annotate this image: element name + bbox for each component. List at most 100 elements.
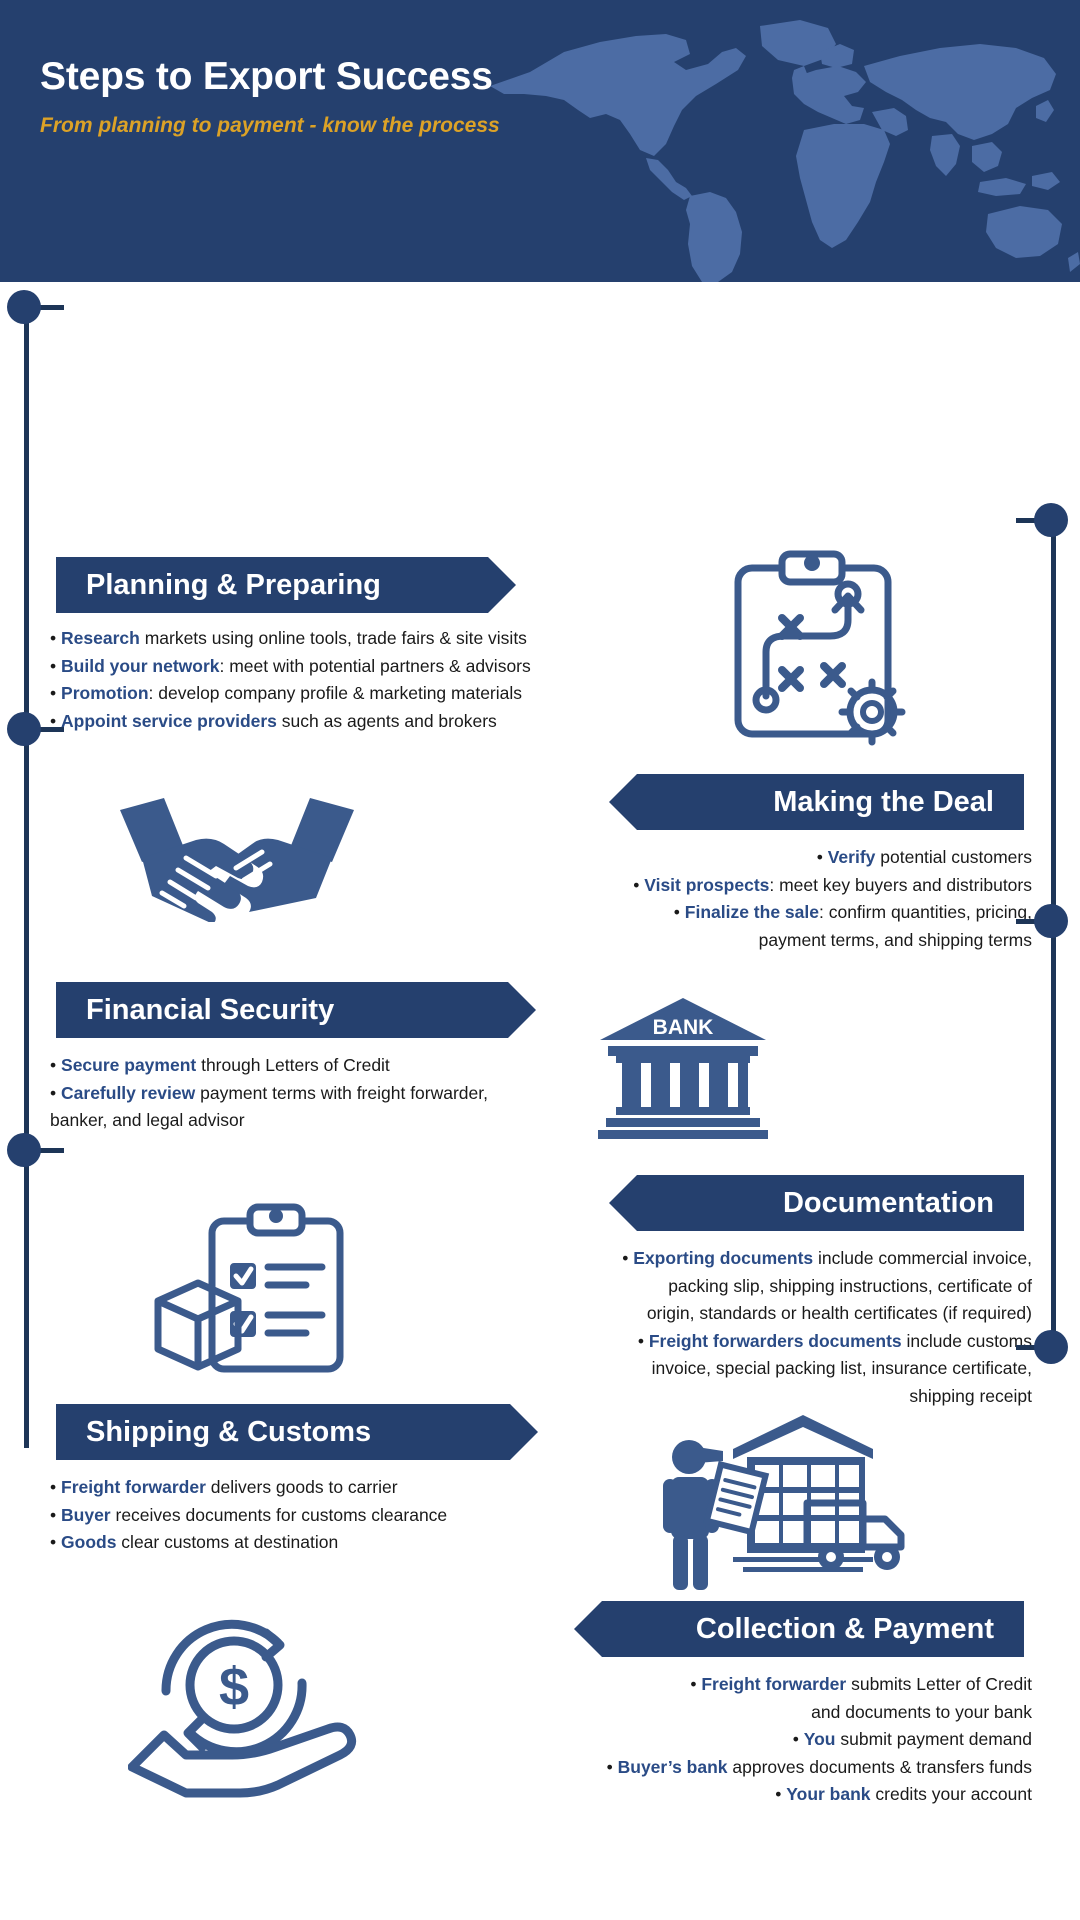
list-item: • Appoint service providers such as agen… (50, 710, 497, 731)
bullet-lead: Visit prospects (644, 874, 770, 895)
bullet-lead: Research (61, 628, 140, 648)
bullet-rest: include customs (901, 1330, 1032, 1351)
section-banner-shipping-customs[interactable]: Shipping & Customs (56, 1404, 538, 1460)
section-title: Financial Security (86, 993, 335, 1026)
bullet-rest: include commercial invoice, (813, 1248, 1032, 1268)
timeline-connector-6 (1016, 1345, 1040, 1350)
list-item: • Secure payment through Letters of Cred… (50, 1055, 390, 1075)
bullet-lead: Goods (61, 1532, 117, 1553)
timeline-connector-5 (40, 1148, 64, 1153)
bullet-rest: : meet key buyers and distributors (769, 874, 1032, 895)
list-item: • Promotion: develop company profile & m… (50, 683, 523, 704)
timeline-connector-3 (40, 727, 64, 732)
header-text-block: Steps to Export Success From planning to… (40, 55, 500, 138)
list-item: • Exporting documents include commercial… (622, 1248, 1032, 1268)
list-item: • Research markets using online tools, t… (50, 628, 527, 648)
bullet-lead: Your bank (786, 1784, 871, 1805)
bullet-rest: receives documents for customs clearance (110, 1504, 448, 1525)
section-banner-financial-security[interactable]: Financial Security (56, 982, 536, 1038)
section-bullets-documentation: • Exporting documents include commercial… (562, 1245, 1032, 1411)
section-bullets-making-the-deal: • Verify potential customers • Visit pro… (562, 844, 1032, 954)
list-item: origin, standards or health certificates… (562, 1300, 1032, 1327)
handshake-icon (112, 792, 362, 922)
list-item: • Finalize the sale: confirm quantities,… (673, 902, 1032, 923)
bank-icon: BANK (598, 994, 768, 1139)
page-subtitle: From planning to payment - know the proc… (40, 113, 500, 137)
bullet-lead: Freight forwarders documents (648, 1330, 902, 1351)
clipboard-strategy-icon (720, 544, 920, 754)
section-bullets-planning-preparing: • Research markets using online tools, t… (50, 625, 595, 735)
world-map-icon (460, 0, 1080, 282)
bullet-lead: Finalize the sale (684, 902, 819, 923)
list-item: packing slip, shipping instructions, cer… (562, 1273, 1032, 1300)
bullet-rest: submit payment demand (835, 1729, 1032, 1750)
list-item: • Buyer receives documents for customs c… (50, 1504, 448, 1525)
section-title: Planning & Preparing (86, 568, 381, 601)
bullet-lead: Appoint service providers (61, 710, 277, 731)
header-banner: Steps to Export Success From planning to… (0, 0, 1080, 282)
timeline-node-1 (7, 290, 41, 324)
bullet-lead: Exporting documents (633, 1248, 814, 1268)
bullet-rest: : develop company profile & marketing ma… (148, 683, 523, 704)
section-banner-documentation[interactable]: Documentation (609, 1175, 1024, 1231)
timeline-node-3 (7, 712, 41, 746)
timeline-node-2 (1034, 503, 1068, 537)
bullet-lead: Secure payment (61, 1055, 197, 1075)
bullet-rest: markets using online tools, trade fairs … (139, 628, 527, 648)
bullet-lead: Verify (827, 847, 876, 867)
bullet-rest: approves documents & transfers funds (727, 1756, 1032, 1777)
section-banner-making-the-deal[interactable]: Making the Deal (609, 774, 1024, 830)
bank-label: BANK (653, 1016, 714, 1039)
list-item: shipping receipt (562, 1383, 1032, 1410)
section-title: Shipping & Customs (86, 1415, 372, 1448)
bullet-lead: You (803, 1729, 836, 1750)
list-item: • Visit prospects: meet key buyers and d… (633, 874, 1032, 895)
hand-dollar-icon: $ (128, 1587, 363, 1802)
bullet-lead: Promotion (61, 683, 149, 704)
bullet-lead: Freight forwarder (61, 1477, 206, 1497)
bullet-rest: delivers goods to carrier (205, 1477, 398, 1497)
list-item: • Build your network: meet with potentia… (50, 655, 531, 676)
section-banner-collection-payment[interactable]: Collection & Payment (574, 1601, 1024, 1657)
bullet-rest: payment terms, and shipping terms (758, 929, 1032, 950)
timeline-node-5 (7, 1133, 41, 1167)
bullet-rest: submits Letter of Credit (846, 1674, 1032, 1694)
list-item: • Your bank credits your account (775, 1784, 1032, 1805)
bullet-rest: such as agents and brokers (276, 710, 497, 731)
clipboard-boxes-icon (150, 1197, 355, 1377)
list-item: • You submit payment demand (792, 1729, 1032, 1750)
bullet-rest: credits your account (870, 1784, 1032, 1805)
section-bullets-collection-payment: • Freight forwarder submits Letter of Cr… (562, 1671, 1032, 1809)
bullet-rest: and documents to your bank (811, 1701, 1032, 1722)
bullet-rest: : confirm quantities, pricing, (818, 902, 1032, 923)
section-bullets-financial-security: • Secure payment through Letters of Cred… (50, 1052, 595, 1135)
list-item: • Freight forwarder delivers goods to ca… (50, 1477, 398, 1497)
bullet-rest: packing slip, shipping instructions, cer… (668, 1275, 1032, 1296)
warehouse-truck-icon (655, 1407, 910, 1592)
bullet-rest: through Letters of Credit (196, 1055, 390, 1075)
bullet-rest: shipping receipt (909, 1385, 1032, 1406)
timeline-connector-4 (1016, 919, 1040, 924)
timeline-connector-2 (1016, 518, 1040, 523)
list-item: • Verify potential customers (816, 847, 1032, 867)
bullet-rest: banker, and legal advisor (50, 1110, 245, 1131)
timeline-connector-1 (40, 305, 64, 310)
bullet-lead: Build your network (61, 655, 220, 676)
section-banner-planning-preparing[interactable]: Planning & Preparing (56, 557, 516, 613)
bullet-rest: potential customers (875, 847, 1032, 867)
timeline-node-6 (1034, 1330, 1068, 1364)
section-title: Making the Deal (773, 785, 994, 818)
list-item: • Buyer’s bank approves documents & tran… (606, 1756, 1032, 1777)
list-item: • Carefully review payment terms with fr… (50, 1082, 488, 1103)
list-item: • Freight forwarder submits Letter of Cr… (690, 1674, 1032, 1694)
timeline-rail-left (24, 300, 29, 1448)
list-item: invoice, special packing list, insurance… (562, 1355, 1032, 1382)
bullet-lead: Carefully review (61, 1082, 196, 1103)
bullet-lead: Buyer (61, 1504, 111, 1525)
bullet-rest: origin, standards or health certificates… (646, 1303, 1032, 1324)
bullet-rest: clear customs at destination (116, 1532, 339, 1553)
bullet-lead: Freight forwarder (701, 1674, 847, 1694)
list-item: • Goods clear customs at destination (50, 1532, 339, 1553)
list-item: • Freight forwarders documents include c… (637, 1330, 1032, 1351)
